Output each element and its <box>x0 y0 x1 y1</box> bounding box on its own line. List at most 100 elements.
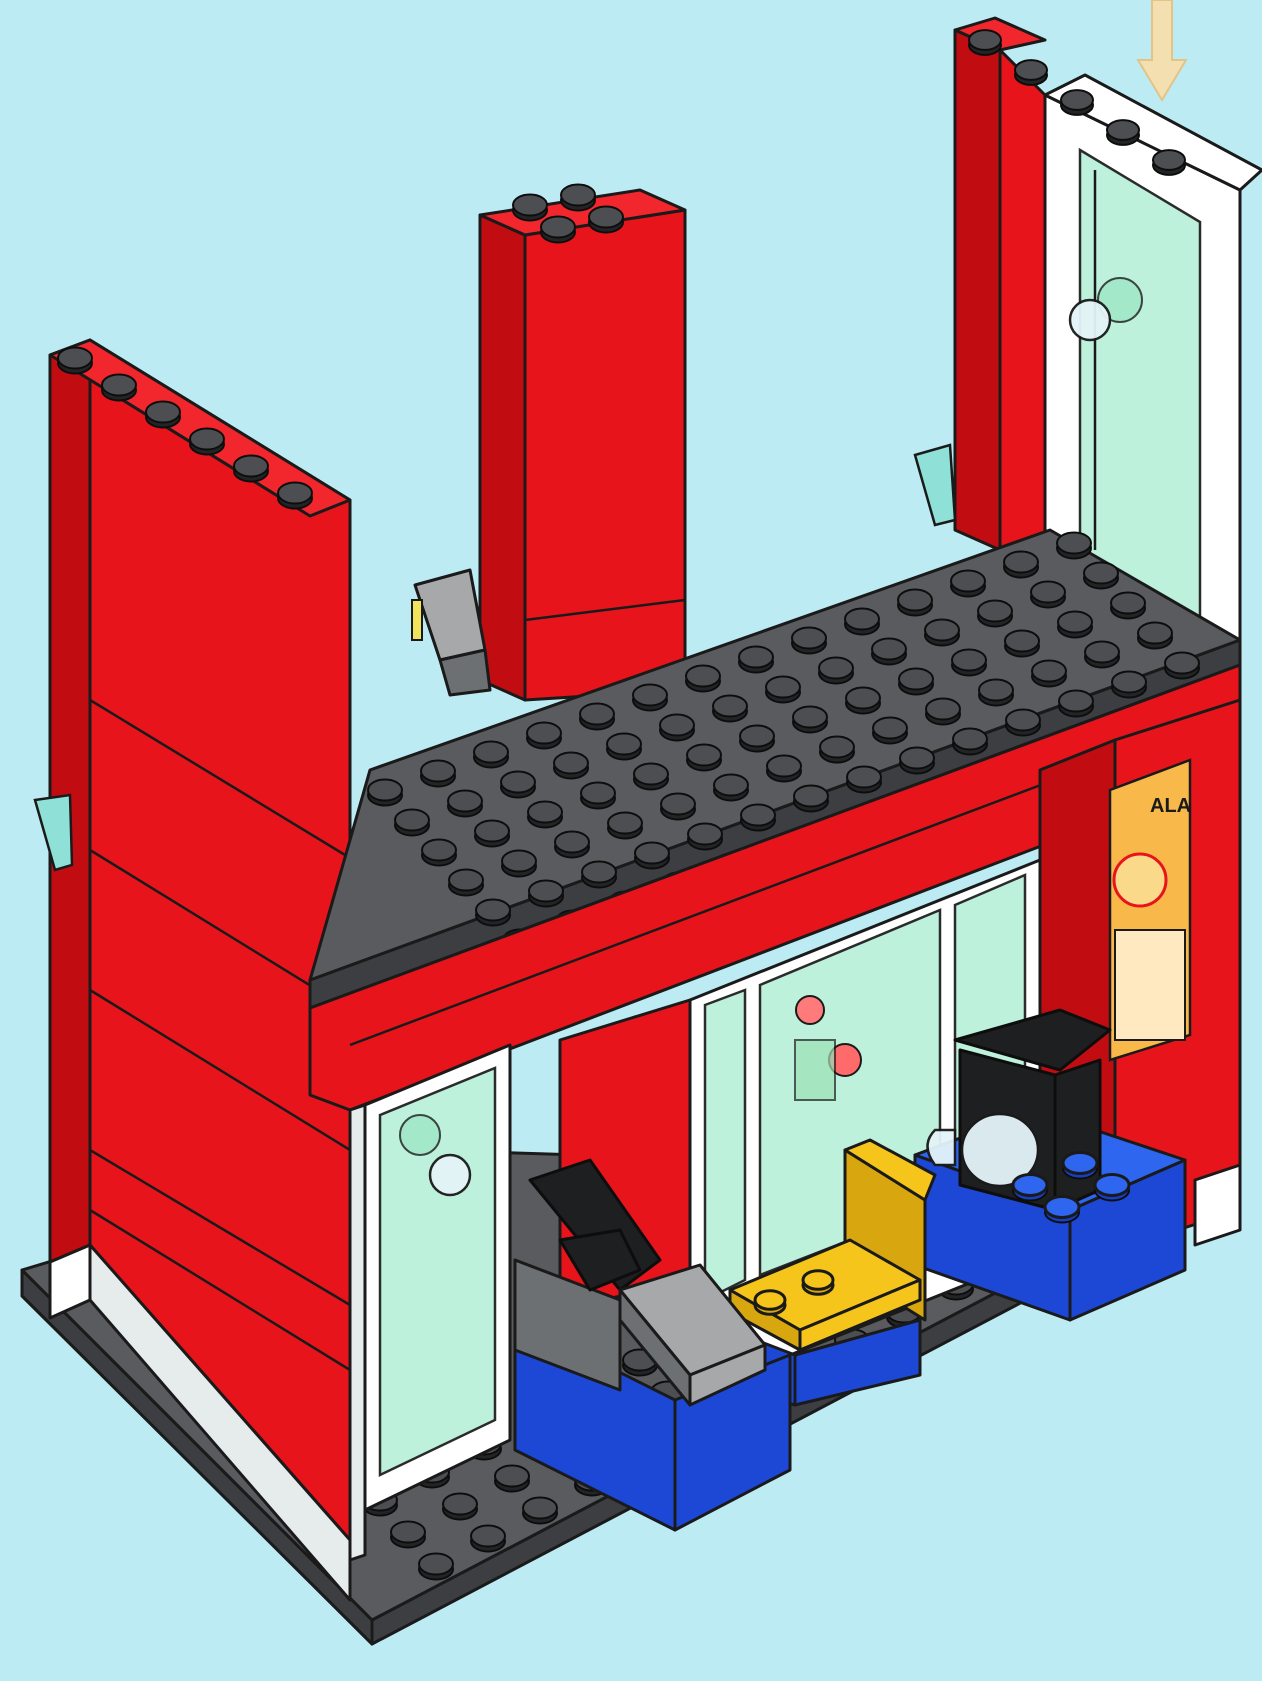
stud-top <box>686 665 720 686</box>
stud-top <box>527 722 561 743</box>
stud-top <box>1165 652 1199 673</box>
stud-top <box>873 717 907 738</box>
stud-top <box>792 627 826 648</box>
stud-top <box>581 782 615 803</box>
stud-top <box>635 842 669 863</box>
stud-top <box>554 752 588 773</box>
stud-top <box>926 698 960 719</box>
stud-top <box>1059 690 1093 711</box>
stud-top <box>1031 581 1065 602</box>
stud-top <box>474 741 508 762</box>
stud-top <box>794 785 828 806</box>
stud-top <box>714 774 748 795</box>
stud-top <box>1005 630 1039 651</box>
stud-top <box>713 695 747 716</box>
stud-top <box>978 600 1012 621</box>
stud-top <box>900 747 934 768</box>
stud-top <box>820 736 854 757</box>
stud-top <box>1085 641 1119 662</box>
stud-top <box>495 1465 529 1486</box>
stud-top <box>661 793 695 814</box>
stud-top <box>740 725 774 746</box>
stud-top <box>634 763 668 784</box>
right-red-column <box>955 18 1045 560</box>
stud-top <box>476 899 510 920</box>
stud-top <box>1057 532 1091 553</box>
stud-top <box>391 1521 425 1542</box>
stud-top <box>501 771 535 792</box>
stud-top <box>1112 671 1146 692</box>
stud-top <box>660 714 694 735</box>
stud-top <box>395 809 429 830</box>
stud-top <box>582 861 616 882</box>
stud-top <box>1004 551 1038 572</box>
stud-top <box>475 820 509 841</box>
stud-top <box>953 728 987 749</box>
stud-top <box>561 184 595 205</box>
stud-top <box>278 482 312 503</box>
alarm-poster-text: ALA <box>1150 795 1191 817</box>
stud-top <box>190 428 224 449</box>
stud-top <box>1084 562 1118 583</box>
stud-top <box>589 206 623 227</box>
stud-top <box>1063 1152 1097 1173</box>
stud-top <box>1107 120 1139 140</box>
stud-top <box>608 812 642 833</box>
stud-top <box>102 374 136 395</box>
stud-top <box>146 401 180 422</box>
stud-top <box>1095 1174 1129 1195</box>
stud-top <box>368 779 402 800</box>
stud-top <box>443 1493 477 1514</box>
stud-top <box>819 657 853 678</box>
stud-top <box>528 801 562 822</box>
stud-top <box>845 608 879 629</box>
stud-top <box>739 646 773 667</box>
center-red-pillar <box>480 190 685 700</box>
stud-top <box>1045 1196 1079 1217</box>
stud-top <box>419 1553 453 1574</box>
stud-top <box>766 676 800 697</box>
stud-top <box>793 706 827 727</box>
stud-top <box>555 831 589 852</box>
stud-top <box>847 766 881 787</box>
stud-top <box>541 216 575 237</box>
stud-top <box>1006 709 1040 730</box>
stud-top <box>687 744 721 765</box>
stud-top <box>1015 60 1047 80</box>
stud-top <box>951 570 985 591</box>
stud-top <box>448 790 482 811</box>
stud-top <box>523 1497 557 1518</box>
stud-top <box>502 850 536 871</box>
stud-top <box>422 839 456 860</box>
stud-top <box>1058 611 1092 632</box>
stud-top <box>1111 592 1145 613</box>
stud-top <box>513 194 547 215</box>
stud-top <box>449 869 483 890</box>
stud-top <box>803 1271 833 1290</box>
stud-top <box>234 455 268 476</box>
stud-top <box>898 589 932 610</box>
stud-top <box>767 755 801 776</box>
stud-top <box>421 760 455 781</box>
stud-top <box>755 1291 785 1310</box>
stud-top <box>872 638 906 659</box>
stud-top <box>969 30 1001 50</box>
stud-top <box>846 687 880 708</box>
stud-top <box>1032 660 1066 681</box>
stud-top <box>688 823 722 844</box>
stud-top <box>979 679 1013 700</box>
stud-top <box>580 703 614 724</box>
stud-top <box>925 619 959 640</box>
flower-red-1 <box>796 996 824 1024</box>
stud-top <box>529 880 563 901</box>
stud-top <box>633 684 667 705</box>
stud-top <box>952 649 986 670</box>
stud-top <box>899 668 933 689</box>
stud-top <box>58 347 92 368</box>
stud-top <box>741 804 775 825</box>
stud-top <box>471 1525 505 1546</box>
stud-top <box>1013 1174 1047 1195</box>
stud-top <box>1061 90 1093 110</box>
stud-top <box>607 733 641 754</box>
